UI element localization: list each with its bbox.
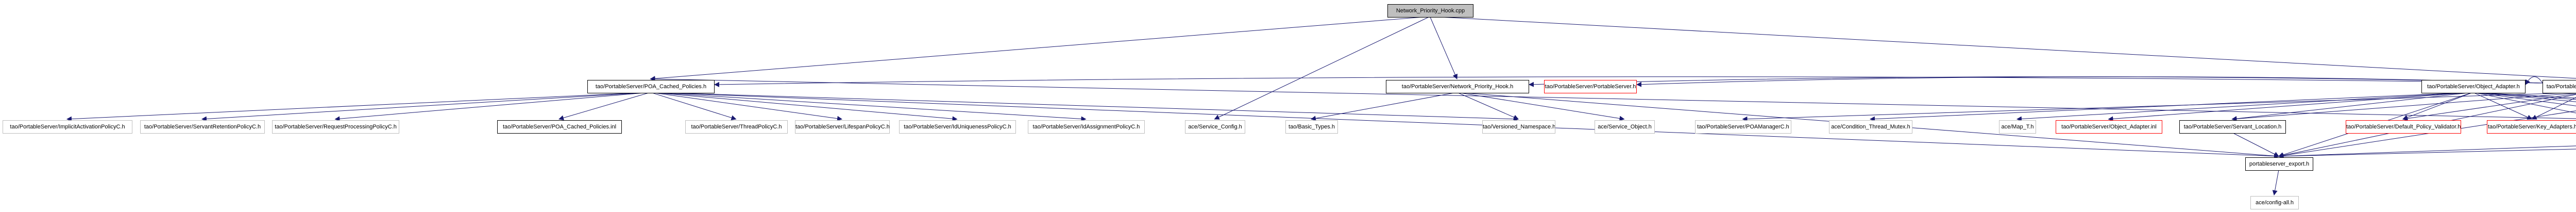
graph-node-implicit_activation[interactable]: tao/PortableServer/ImplicitActivationPol… bbox=[3, 120, 132, 134]
graph-node-thread_policy[interactable]: tao/PortableServer/ThreadPolicyC.h bbox=[685, 120, 788, 134]
graph-node-id_uniqueness[interactable]: tao/PortableServer/IdUniquenessPolicyC.h bbox=[899, 120, 1016, 134]
graph-node-condition_mutex[interactable]: ace/Condition_Thread_Mutex.h bbox=[1829, 120, 1912, 134]
graph-node-lifespan_policy[interactable]: tao/PortableServer/LifespanPolicyC.h bbox=[795, 120, 890, 134]
graph-node-map_t[interactable]: ace/Map_T.h bbox=[1999, 120, 2036, 134]
graph-node-object_adapter_inl[interactable]: tao/PortableServer/Object_Adapter.inl bbox=[2056, 120, 2162, 134]
graph-node-servant_retention[interactable]: tao/PortableServer/ServantRetentionPolic… bbox=[140, 120, 265, 134]
graph-node-config_all[interactable]: ace/config-all.h bbox=[2250, 196, 2299, 209]
graph-node-ps_export[interactable]: portableserver_export.h bbox=[2245, 157, 2313, 171]
graph-node-poamanagerc[interactable]: tao/PortableServer/POAManagerC.h bbox=[1695, 120, 1791, 134]
graph-node-request_processing[interactable]: tao/PortableServer/RequestProcessingPoli… bbox=[272, 120, 399, 134]
graph-node-id_assignment[interactable]: tao/PortableServer/IdAssignmentPolicyC.h bbox=[1028, 120, 1145, 134]
graph-node-servant_location[interactable]: tao/PortableServer/Servant_Location.h bbox=[2179, 120, 2286, 134]
graph-node-poa_cached_inl[interactable]: tao/PortableServer/POA_Cached_Policies.i… bbox=[497, 120, 622, 134]
graph-node-poa_cached_h[interactable]: tao/PortableServer/POA_Cached_Policies.h bbox=[587, 80, 715, 93]
graph-node-service_config[interactable]: ace/Service_Config.h bbox=[1185, 120, 1245, 134]
graph-node-nph_h[interactable]: tao/PortableServer/Network_Priority_Hook… bbox=[1386, 80, 1529, 93]
graph-node-object_adapter_h[interactable]: tao/PortableServer/Object_Adapter.h bbox=[2421, 80, 2526, 93]
graph-node-basic_types[interactable]: tao/Basic_Types.h bbox=[1285, 120, 1338, 134]
graph-node-versioned_ns[interactable]: tao/Versioned_Namespace.h bbox=[1482, 120, 1555, 134]
graph-node-portableserver_h[interactable]: tao/PortableServer/PortableServer.h bbox=[1544, 80, 1637, 93]
graph-node-service_object[interactable]: ace/Service_Object.h bbox=[1595, 120, 1655, 134]
graph-node-root_poa_h[interactable]: tao/PortableServer/Root_POA.h bbox=[2543, 80, 2576, 93]
graph-node-key_adapters[interactable]: tao/PortableServer/Key_Adapters.h bbox=[2487, 120, 2576, 134]
graph-node-cpp: Network_Priority_Hook.cpp bbox=[1387, 4, 1473, 18]
graph-node-default_policy_validator[interactable]: tao/PortableServer/Default_Policy_Valida… bbox=[2346, 120, 2461, 134]
